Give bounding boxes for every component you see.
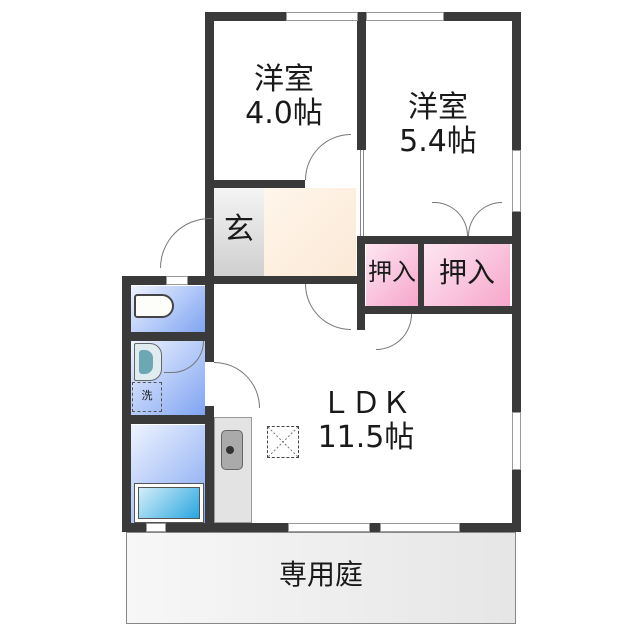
toilet-icon xyxy=(134,294,174,318)
hall-floor xyxy=(264,188,356,276)
ldk-washroom-door[interactable] xyxy=(214,362,260,408)
wall xyxy=(357,12,366,150)
western-room-2-name: 洋室 xyxy=(408,90,468,125)
ldk-name: ＬＤＫ xyxy=(321,386,411,421)
closet-large-door-right[interactable] xyxy=(468,202,502,236)
window xyxy=(166,276,188,285)
private-garden-area xyxy=(126,532,516,624)
window xyxy=(512,412,521,470)
closet-large-label: 押入 xyxy=(438,256,495,289)
entrance-label: 玄 xyxy=(224,212,254,247)
ldk-hall-door[interactable] xyxy=(305,284,351,330)
closet-large-door-left[interactable] xyxy=(432,202,468,236)
wall xyxy=(122,332,214,341)
window xyxy=(286,12,358,21)
closet-small xyxy=(366,244,418,306)
room2-sliding-door[interactable] xyxy=(360,150,364,236)
wall xyxy=(418,244,424,306)
ceiling-vent-icon xyxy=(267,426,299,458)
western-room-1-size: 4.0帖 xyxy=(245,96,323,131)
bathtub-icon xyxy=(134,483,204,523)
western-room-1-name: 洋室 xyxy=(254,62,314,97)
wall xyxy=(357,306,521,314)
western-room-2-size: 5.4帖 xyxy=(399,124,477,159)
washbasin-icon xyxy=(134,343,162,381)
wall xyxy=(512,470,521,532)
wall xyxy=(357,244,365,330)
room1-door[interactable] xyxy=(305,134,351,180)
wall xyxy=(122,276,131,532)
window xyxy=(288,523,370,532)
wall xyxy=(205,406,214,532)
wall xyxy=(205,276,357,284)
window xyxy=(366,12,444,21)
wall xyxy=(357,236,521,244)
wall xyxy=(122,415,214,424)
window xyxy=(146,523,166,532)
wall xyxy=(205,12,214,276)
closet-large xyxy=(424,244,510,306)
genkan-floor xyxy=(214,188,264,276)
front-door[interactable] xyxy=(160,218,212,268)
wall xyxy=(205,180,305,188)
washer-label: 洗 xyxy=(141,389,153,402)
ldk-size: 11.5帖 xyxy=(317,420,415,455)
private-garden-label: 専用庭 xyxy=(278,558,363,591)
closet-small-door[interactable] xyxy=(376,314,412,350)
sink-icon xyxy=(221,430,243,470)
washer-space xyxy=(132,382,162,412)
window xyxy=(512,150,521,212)
wall xyxy=(512,12,521,152)
wall xyxy=(205,276,214,362)
closet-small-label: 押入 xyxy=(368,258,416,286)
window xyxy=(380,523,460,532)
